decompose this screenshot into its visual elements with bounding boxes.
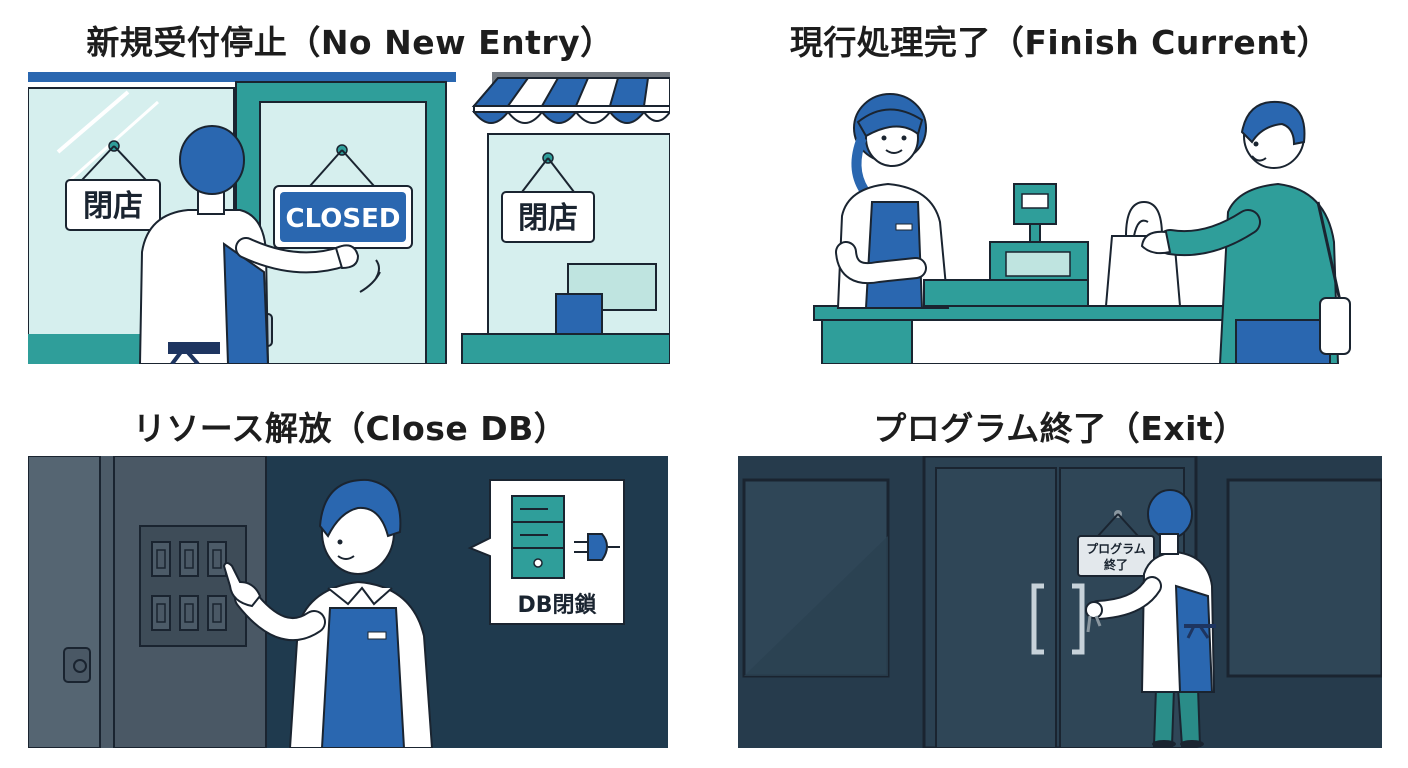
door-sign-line2: 終了 [1104, 557, 1128, 572]
panel-title-finish-current: 現行処理完了（Finish Current） [789, 23, 1331, 62]
panel-title-exit: プログラム終了（Exit） [873, 409, 1247, 448]
scene-close-db: DB閉鎖 [28, 456, 668, 748]
database-server-icon [511, 495, 565, 579]
sign-closed-jp-left: 閉店 [83, 189, 143, 224]
scene-exit: プログラム 終了 [738, 456, 1382, 748]
cash-register [923, 183, 1089, 307]
door-sign-line1: プログラム [1086, 541, 1146, 556]
cashier [835, 93, 950, 309]
scene-finish-current [738, 72, 1360, 364]
customer [1140, 100, 1351, 364]
scene-no-new-entry: 閉店 CLOSED 閉店 [28, 72, 670, 364]
unplugged-plug-icon [574, 533, 620, 561]
worker-back-view [138, 125, 360, 364]
worker-locking-door [1085, 489, 1216, 748]
sign-closed: CLOSED [286, 204, 401, 234]
db-close-label: DB閉鎖 [517, 592, 597, 618]
panel-title-close-db: リソース解放（Close DB） [132, 409, 568, 448]
panel-title-no-new-entry: 新規受付停止（No New Entry） [86, 23, 614, 62]
db-close-speech-bubble: DB閉鎖 [467, 479, 625, 625]
sign-closed-jp-right: 閉店 [518, 201, 578, 236]
worker-at-switch-panel [222, 478, 434, 748]
